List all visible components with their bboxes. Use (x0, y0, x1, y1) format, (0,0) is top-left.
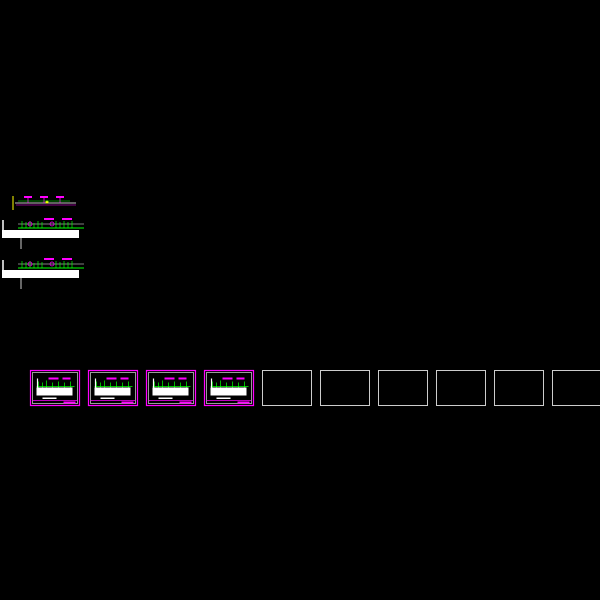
elevation-base (36, 387, 73, 396)
caption-mark (42, 397, 57, 399)
elevation-base (152, 387, 189, 396)
elevation-section-1 (2, 218, 84, 249)
pergola-mark (48, 377, 59, 380)
sheet-border (29, 369, 81, 407)
elevation-base (94, 387, 131, 396)
vegetation-marks (96, 380, 129, 388)
sheet-border (436, 370, 486, 406)
drawing-sheet[interactable] (552, 370, 600, 406)
vegetation-marks (38, 380, 71, 388)
pergola-mark (236, 377, 245, 380)
title-block (121, 401, 134, 404)
sheet-inner-border (90, 372, 136, 404)
sheet-inner-border (32, 372, 78, 404)
sheet-row (29, 369, 600, 407)
sheet-inner-border (206, 372, 252, 404)
pergola-mark (222, 377, 233, 380)
pergola-mark (120, 377, 129, 380)
sheet-border (203, 369, 255, 407)
title-block (237, 401, 250, 404)
drawing-sheet[interactable] (436, 370, 486, 406)
vegetation-marks (212, 380, 245, 388)
elevation-sketch-top (12, 196, 76, 210)
caption-mark (158, 397, 173, 399)
elevation-section-2 (2, 258, 84, 289)
drawing-sheet[interactable] (320, 370, 370, 406)
sheet-inner-border (148, 372, 194, 404)
pergola-mark (164, 377, 175, 380)
drawing-sheet[interactable] (494, 370, 544, 406)
drawing-sheet[interactable] (262, 370, 312, 406)
pergola-mark (178, 377, 187, 380)
sheet-border (87, 369, 139, 407)
sheet-border (145, 369, 197, 407)
drawing-sheet[interactable] (29, 369, 81, 407)
title-block (179, 401, 192, 404)
title-block (63, 401, 76, 404)
caption-mark (216, 397, 231, 399)
sheet-border (378, 370, 428, 406)
drawing-sheet[interactable] (203, 369, 255, 407)
vegetation-marks (154, 380, 187, 388)
drawing-sheet[interactable] (145, 369, 197, 407)
sheet-border (552, 370, 600, 406)
drawing-sheet[interactable] (87, 369, 139, 407)
sheet-border (262, 370, 312, 406)
sheet-border (494, 370, 544, 406)
pergola-mark (62, 377, 71, 380)
drawing-sheet[interactable] (378, 370, 428, 406)
pergola-mark (106, 377, 117, 380)
caption-mark (100, 397, 115, 399)
sheet-border (320, 370, 370, 406)
elevation-base (210, 387, 247, 396)
